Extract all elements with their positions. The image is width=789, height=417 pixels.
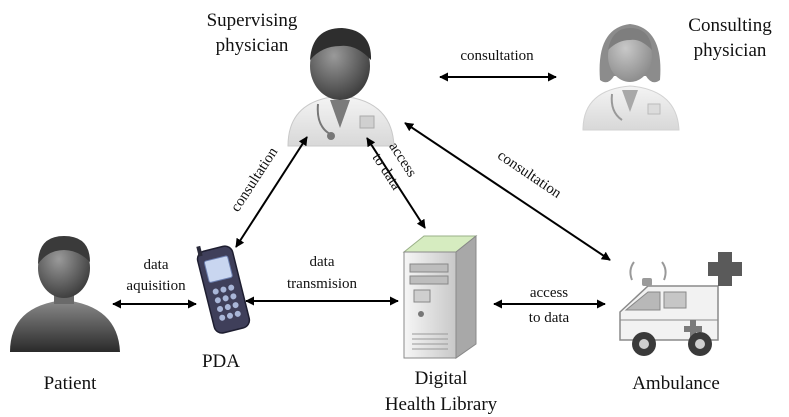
edge-label-patient-pda-line2: aquisition [126, 278, 186, 294]
node-label-library-line1: Digital [415, 368, 468, 389]
node-label-consulting-line1: Consulting [688, 15, 772, 36]
pda-icon [196, 245, 251, 334]
edge-label-library-ambulance-line1: access [530, 285, 568, 301]
edge-label-library-ambulance-line2: to data [529, 310, 570, 326]
doctor-icon [287, 28, 395, 147]
edge-label-pda-library-line2: transmision [287, 276, 357, 292]
node-label-supervising-line2: physician [216, 35, 289, 56]
edge-label-pda-supervising: consultation [228, 144, 282, 215]
doctor-female-icon [582, 24, 680, 131]
ambulance-icon [619, 252, 742, 356]
edge-label-patient-pda-line1: data [144, 257, 169, 273]
node-label-supervising-line1: Supervising [207, 10, 298, 31]
edge-label-supervising-ambulance: consultation [494, 148, 564, 203]
patient-icon [10, 236, 120, 352]
node-label-ambulance: Ambulance [632, 373, 720, 394]
edge-label-pda-library-line1: data [310, 254, 335, 270]
node-label-pda: PDA [202, 351, 240, 372]
edge-label-supervising-consulting: consultation [460, 48, 534, 64]
arrow-supervising-ambulance [404, 122, 611, 261]
node-label-consulting-line2: physician [694, 40, 767, 61]
node-label-library-line2: Health Library [385, 394, 498, 415]
arrow-pda-supervising [235, 136, 308, 248]
node-label-patient: Patient [44, 373, 97, 394]
server-icon [402, 234, 478, 359]
